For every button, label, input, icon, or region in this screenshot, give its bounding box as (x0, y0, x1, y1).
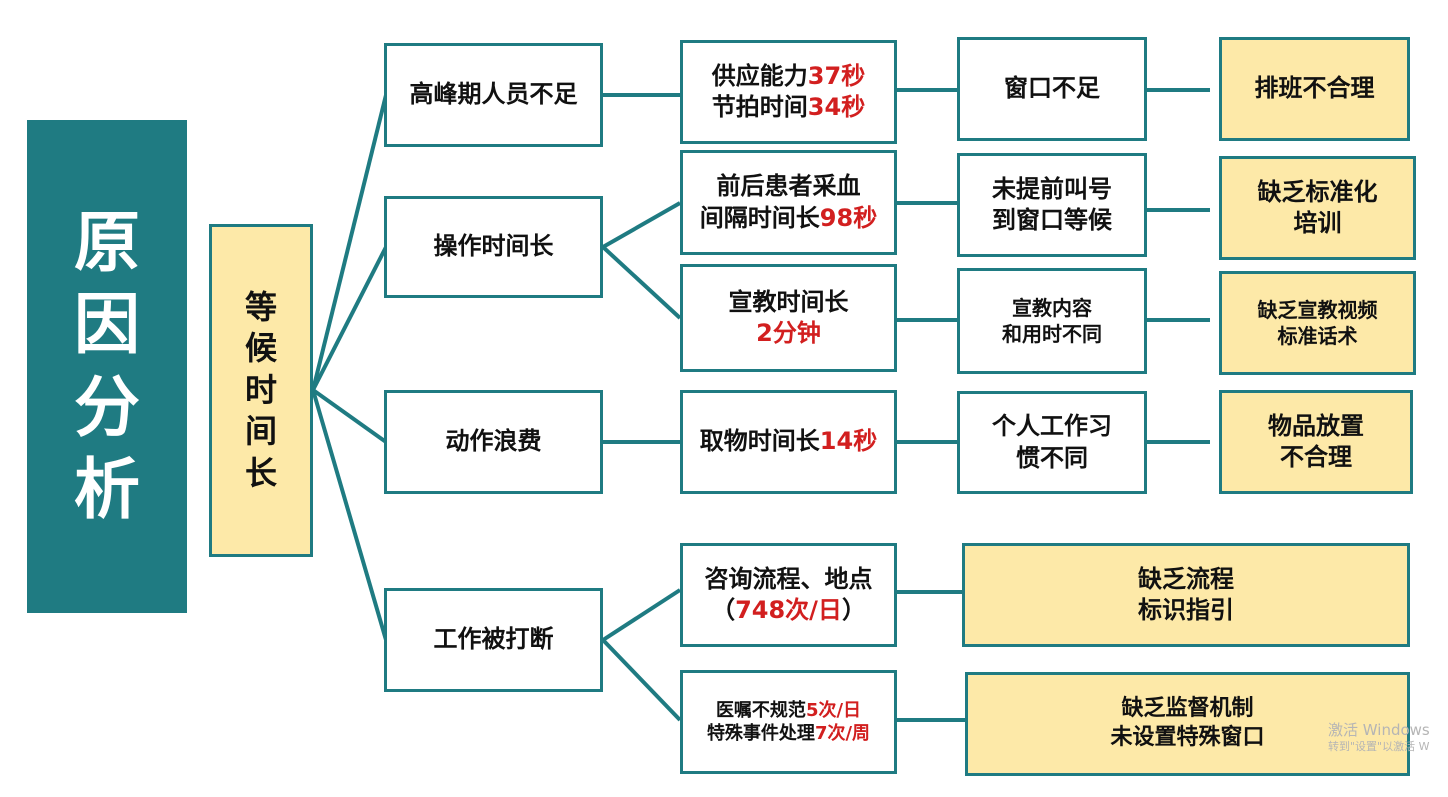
root-cause-text: 排班不合理 (1254, 74, 1375, 103)
reason-box-education-content: 宣教内容 和用时不同 (957, 268, 1147, 374)
watermark-text: 转到"设置"以激活 W (1328, 740, 1430, 754)
connector-line (311, 389, 388, 641)
detail-box-education-time: 宣教时间长 2分钟 (680, 264, 897, 372)
detail-value: 98秒 (819, 203, 878, 232)
connector-line (311, 388, 388, 444)
connector-line (601, 588, 682, 642)
root-cause-box-scheduling: 排班不合理 (1219, 37, 1410, 141)
detail-box-fetch-time: 取物时间长14秒 (680, 390, 897, 494)
cause-box-staff-shortage: 高峰期人员不足 (384, 43, 603, 147)
detail-text: ） (841, 596, 866, 624)
reason-text: 个人工作习 (992, 412, 1112, 441)
detail-text: 供应能力 (711, 61, 808, 90)
detail-value: 5次/日 (805, 699, 862, 721)
reason-box-window-shortage: 窗口不足 (957, 37, 1147, 141)
cause-label: 高峰期人员不足 (409, 80, 578, 109)
detail-box-orders-events: 医嘱不规范5次/日 特殊事件处理7次/周 (680, 670, 897, 774)
detail-box-interval: 前后患者采血 间隔时间长98秒 (680, 150, 897, 255)
root-cause-box-signage: 缺乏流程 标识指引 (962, 543, 1410, 647)
root-cause-box-training: 缺乏标准化 培训 (1219, 156, 1416, 260)
detail-text: 医嘱不规范 (715, 699, 806, 721)
root-char: 等 (244, 287, 277, 326)
detail-text: 咨询流程、地点 (704, 564, 873, 593)
title-char: 分 (74, 368, 140, 446)
root-cause-text: 未设置特殊窗口 (1110, 725, 1265, 750)
root-char: 长 (244, 453, 277, 492)
root-cause-text: 缺乏标准化 (1257, 177, 1378, 206)
windows-activation-watermark: 激活 Windows 转到"设置"以激活 W (1328, 720, 1446, 755)
title-char: 因 (74, 286, 140, 363)
cause-box-motion-waste: 动作浪费 (384, 390, 603, 494)
detail-text: 间隔时间长 (699, 203, 820, 232)
root-cause-box-supervision: 缺乏监督机制 未设置特殊窗口 (965, 672, 1410, 776)
root-cause-box-placement: 物品放置 不合理 (1219, 390, 1413, 494)
connector-line (601, 638, 682, 722)
root-char: 时 (244, 370, 277, 409)
root-cause-text: 培训 (1293, 209, 1342, 237)
root-cause-text: 标准话术 (1277, 324, 1358, 348)
root-cause-text: 标识指引 (1138, 596, 1234, 624)
analysis-title-panel: 原 因 分 析 (27, 120, 187, 613)
detail-box-inquiries: 咨询流程、地点 （748次/日） (680, 543, 897, 647)
detail-value: 14秒 (819, 427, 878, 456)
detail-text: 宣教时间长 (728, 287, 849, 316)
root-cause-text: 缺乏宣教视频 (1257, 298, 1378, 322)
reason-text: 惯不同 (1016, 443, 1088, 472)
detail-value: 748次/日 (735, 596, 842, 624)
cause-box-long-operation: 操作时间长 (384, 196, 603, 298)
title-char: 析 (74, 451, 140, 528)
cause-label: 动作浪费 (445, 427, 542, 456)
detail-text: 前后患者采血 (716, 172, 861, 201)
root-cause-text: 不合理 (1280, 443, 1352, 471)
title-char: 原 (74, 203, 140, 281)
connector-line (601, 245, 682, 320)
detail-text: 节拍时间 (711, 93, 808, 121)
cause-label: 操作时间长 (433, 232, 554, 261)
detail-value: 37秒 (807, 61, 866, 90)
reason-text: 未提前叫号 (992, 174, 1112, 203)
cause-label: 工作被打断 (433, 625, 554, 654)
connector-line (311, 94, 388, 391)
reason-text: 和用时不同 (1002, 322, 1102, 346)
reason-box-work-habits: 个人工作习 惯不同 (957, 391, 1147, 494)
reason-text: 宣教内容 (1012, 296, 1092, 320)
detail-text: （ (711, 596, 736, 624)
reason-box-no-early-call: 未提前叫号 到窗口等候 (957, 153, 1147, 257)
detail-value: 7次/周 (814, 723, 871, 744)
root-cause-text: 物品放置 (1268, 411, 1364, 440)
cause-box-interruptions: 工作被打断 (384, 588, 603, 692)
reason-text: 窗口不足 (1004, 74, 1100, 103)
root-cause-text: 缺乏流程 (1138, 564, 1234, 593)
connector-line (311, 246, 388, 391)
root-cause-text: 缺乏监督机制 (1121, 696, 1254, 722)
detail-box-capacity: 供应能力37秒 节拍时间34秒 (680, 40, 897, 144)
root-cause-box-education-video: 缺乏宣教视频 标准话术 (1219, 271, 1416, 375)
detail-text: 取物时间长 (699, 427, 820, 456)
root-problem-box: 等 候 时 间 长 (209, 224, 313, 557)
reason-text: 到窗口等候 (992, 206, 1112, 234)
detail-value: 2分钟 (756, 319, 821, 347)
root-char: 间 (244, 412, 277, 451)
detail-value: 34秒 (807, 93, 866, 121)
connector-line (602, 201, 681, 249)
detail-text: 特殊事件处理 (706, 723, 815, 744)
root-char: 候 (244, 329, 277, 368)
watermark-text: 激活 Windows (1328, 721, 1430, 739)
